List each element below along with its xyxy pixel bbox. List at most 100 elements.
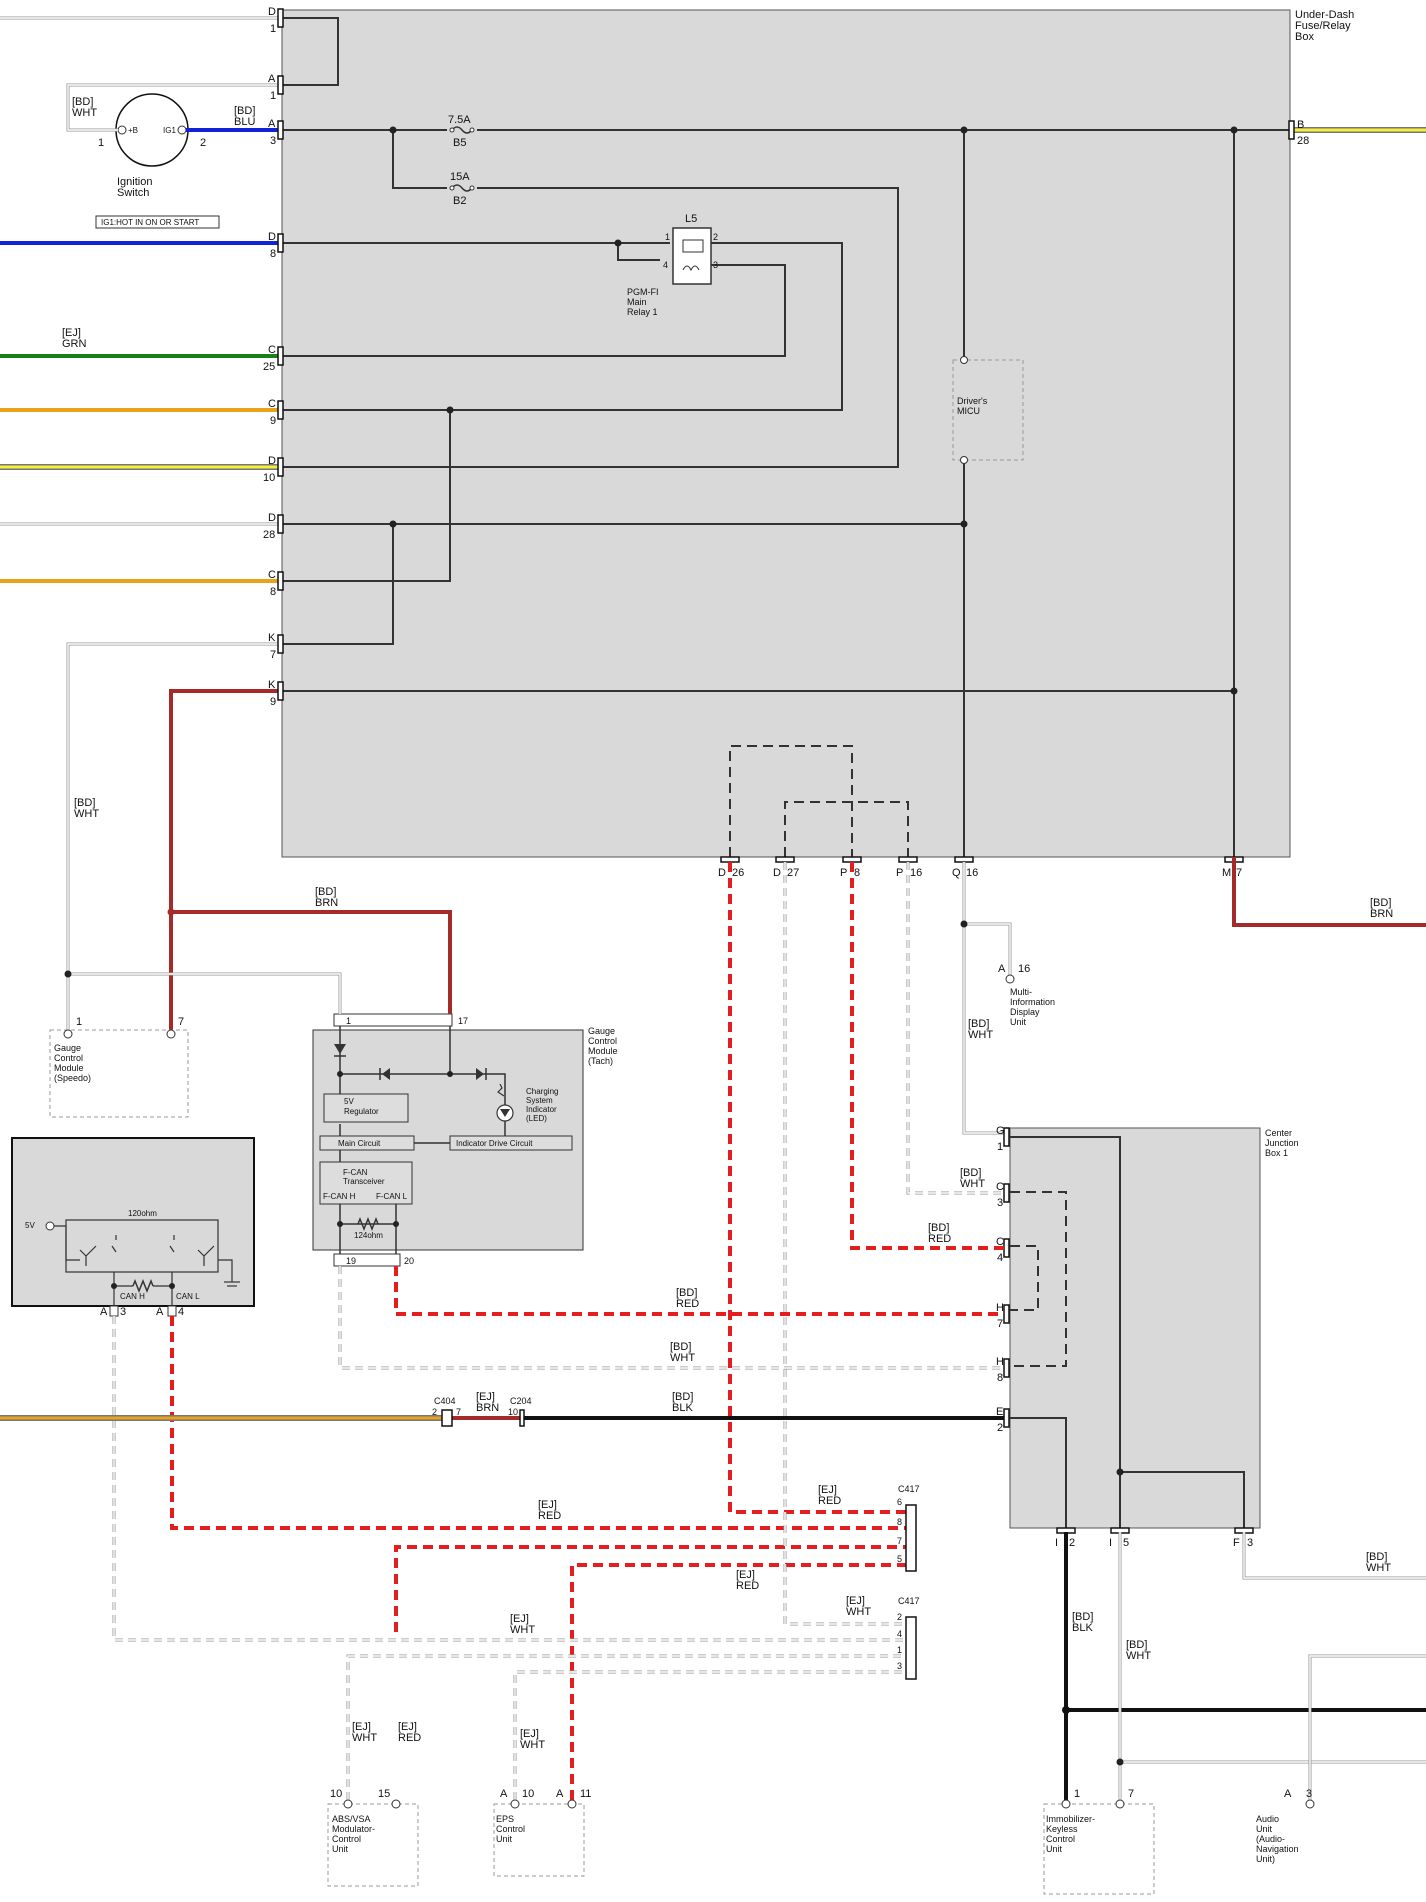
tach-pin-19: 19 — [346, 1256, 356, 1266]
can-red-wires — [170, 862, 1004, 1800]
immob-name-3: Control — [1046, 1834, 1075, 1844]
cjb-pin-number: 4 — [997, 1252, 1003, 1264]
left-connector-letter: A — [268, 118, 276, 130]
left-connector-letter: D — [268, 455, 276, 467]
c404-c204-wires: C404 2 7 C204 10 [EJ] BRN [BD] BLK — [0, 1391, 1004, 1427]
red-c417-5-label-1: [EJ] — [736, 1569, 755, 1581]
c417a-pin-8: 8 — [897, 1517, 902, 1527]
cjb-bottom-pin: 2 — [1069, 1537, 1075, 1549]
eps-pin-10: 10 — [522, 1788, 534, 1800]
relay-id: L5 — [685, 213, 697, 225]
speedo-pin-1: 1 — [76, 1016, 82, 1028]
left-connector-pin: 7 — [270, 649, 276, 661]
wht-left-label-1: [BD] — [74, 797, 95, 809]
cjb-pin-letter: H — [996, 1302, 1004, 1314]
gauge-speedo: 1 7 Gauge Control Module (Speedo) — [49, 1016, 189, 1118]
charging-3: Indicator — [526, 1105, 557, 1114]
cjb-pin-mark — [1003, 1408, 1010, 1428]
left-connector-mark — [277, 120, 284, 140]
eps-pin-a1: A — [500, 1788, 508, 1800]
left-pin-3: 3 — [120, 1306, 126, 1318]
cjb-pin-mark — [1003, 1304, 1010, 1324]
c404-name: C404 — [434, 1396, 456, 1406]
bottom-connector-mark — [842, 856, 862, 863]
m7-brown-wire: [BD] BRN — [1232, 857, 1426, 927]
c417-upper: C417 6 8 7 5 — [897, 1484, 920, 1572]
charging-1: Charging — [526, 1087, 558, 1096]
speedo-name-2: Control — [54, 1053, 83, 1063]
bottom-connector-pin: 8 — [854, 867, 860, 879]
wht-left-label-2: WHT — [74, 808, 99, 820]
cjb-pin-mark — [1003, 1238, 1010, 1258]
left-connector-pin: 28 — [263, 529, 275, 541]
ignition-name-2: Switch — [117, 187, 149, 199]
tach-can-h: F-CAN H — [323, 1192, 356, 1201]
blk-c204-label-2: BLK — [672, 1402, 693, 1414]
immob-name-4: Unit — [1046, 1844, 1063, 1854]
ignition-note: IG1:HOT IN ON OR START — [101, 218, 199, 227]
c417b-pin-1: 1 — [897, 1645, 902, 1655]
wht-c417-2-label-2: WHT — [846, 1606, 871, 1618]
immob-pin-1: 1 — [1074, 1788, 1080, 1800]
left-connector-mark — [277, 457, 284, 477]
tach-pin-1: 1 — [346, 1016, 351, 1026]
junction-dots — [389, 126, 1238, 695]
wht-c417-4-label-1: [EJ] — [510, 1613, 529, 1625]
bottom-connector-mark — [775, 856, 795, 863]
relay-name-3: Relay 1 — [627, 307, 658, 317]
left-can-module: 120ohm 5V CAN H CAN L A 3 A 4 — [11, 1137, 255, 1318]
left-connector-letter: K — [268, 679, 276, 691]
left-connector-mark — [277, 681, 284, 701]
bottom-connector-pin: 7 — [1236, 867, 1242, 879]
audio-pin-a: A — [1284, 1788, 1292, 1800]
micu-name-2: MICU — [957, 406, 980, 416]
ignition-switch: +B IG1 1 2 Ignition Switch IG1:HOT IN ON… — [66, 83, 282, 229]
relay-name-2: Main — [627, 297, 647, 307]
left-connector-letter: D — [268, 512, 276, 524]
b28-pin: 28 — [1297, 135, 1309, 147]
charging-4: (LED) — [526, 1114, 547, 1123]
cjb-pin-number: 1 — [997, 1141, 1003, 1153]
charging-2: System — [526, 1096, 553, 1105]
bottom-connector-mark — [720, 856, 740, 863]
c417b-name: C417 — [898, 1596, 920, 1606]
drivers-micu: Driver's MICU — [952, 356, 1024, 464]
red-c417-8-label-2: RED — [538, 1510, 561, 1522]
tach-resistor: 124ohm — [354, 1231, 383, 1240]
mid-letter: A — [998, 963, 1006, 975]
bottom-connector-mark — [898, 856, 918, 863]
wht-cjb-f3-label-2: WHT — [1366, 1562, 1391, 1574]
mid-name-4: Unit — [1010, 1017, 1027, 1027]
cjb-pin-number: 8 — [997, 1372, 1003, 1384]
wht-immob-label-2: WHT — [1126, 1650, 1151, 1662]
regulator-1: 5V — [344, 1097, 354, 1106]
c417b-pin-4: 4 — [897, 1629, 902, 1639]
cjb-bottom-letter: I — [1109, 1537, 1112, 1549]
speedo-pin-7: 7 — [178, 1016, 184, 1028]
left-connector-pin: 1 — [270, 90, 276, 102]
fuse-box-title-3: Box — [1295, 31, 1314, 43]
center-junction-box: Center Junction Box 1 — [1009, 1127, 1299, 1529]
c404-pin-2: 2 — [432, 1407, 437, 1417]
brn-c404-label-1: [EJ] — [476, 1391, 495, 1403]
brn-right-label-2: BRN — [1370, 908, 1393, 920]
wht-immob-label-1: [BD] — [1126, 1639, 1147, 1651]
cjb-name-3: Box 1 — [1265, 1148, 1288, 1158]
ignition-pin-left: 1 — [98, 137, 104, 149]
eps-name-3: Unit — [496, 1834, 513, 1844]
left-external-wires: [EJ] GRN [BD] WHT — [0, 16, 282, 1030]
audio-pin-3: 3 — [1306, 1788, 1312, 1800]
gauge-feed-wires: [BD] BRN — [64, 886, 452, 1014]
bottom-connector-pin: 16 — [966, 867, 978, 879]
left-connector-pin: 25 — [263, 361, 275, 373]
brn-gauge-label-1: [BD] — [315, 886, 336, 898]
ignition-pin-b: +B — [128, 126, 138, 135]
ignition-wire-right-2: BLU — [234, 116, 255, 128]
abs-pin-10: 10 — [330, 1788, 342, 1800]
left-connector-letter: K — [268, 632, 276, 644]
c417b-pin-3: 3 — [897, 1661, 902, 1671]
fuse-b5-rating: 7.5A — [448, 114, 471, 126]
c204-pin: 10 — [508, 1407, 518, 1417]
